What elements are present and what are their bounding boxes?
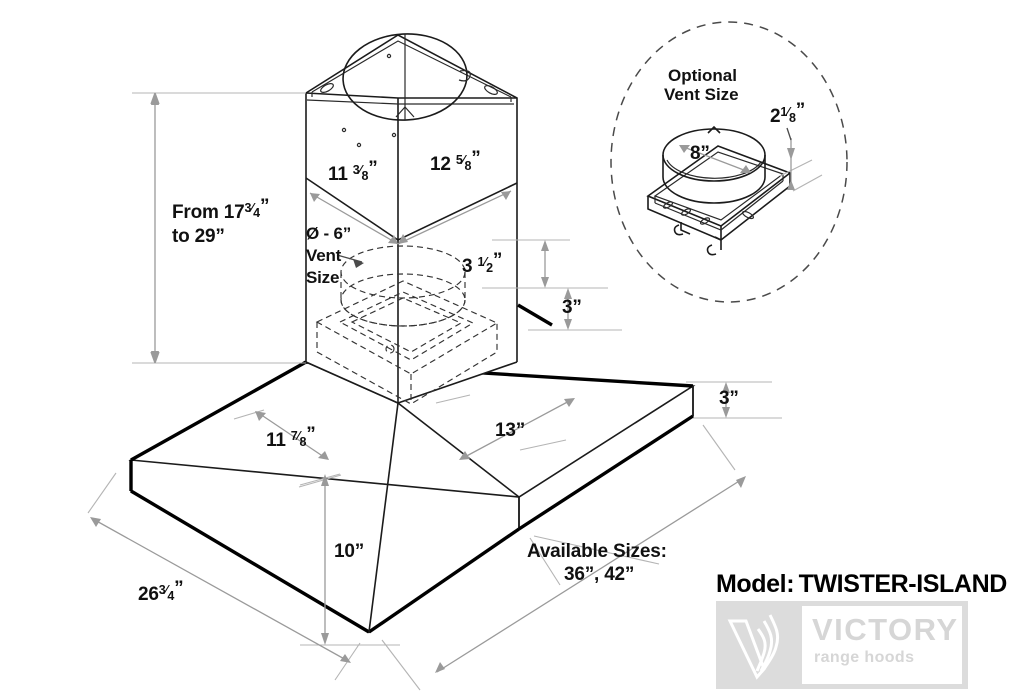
dim-chimney-width-right — [397, 190, 512, 245]
label-vent-size-line3: Size — [306, 268, 339, 287]
dim-canopy-depth — [87, 472, 361, 681]
label-available-sizes: Available Sizes: — [527, 541, 667, 562]
label-inset-diameter: 8” — [690, 143, 710, 164]
hood-canopy — [128, 360, 696, 634]
model-designation: Model: TWISTER-ISLAND — [716, 570, 1007, 599]
label-canopy-top-depth: 11 7⁄8” — [266, 424, 316, 451]
dim-canopy-height — [298, 474, 400, 646]
logo-wordmark: VICTORY — [812, 612, 959, 647]
logo-inner-panel — [802, 606, 962, 684]
label-canopy-top-width: 13” — [495, 420, 525, 441]
optional-vent-inset — [610, 21, 848, 303]
label-canopy-depth: 263⁄4” — [138, 578, 183, 605]
label-canopy-height: 10” — [334, 541, 364, 562]
model-label: Model: — [716, 570, 795, 598]
model-name: TWISTER-ISLAND — [798, 570, 1008, 598]
victory-range-hoods-logo: VICTORY range hoods — [716, 601, 968, 689]
label-inset-title-line1: Optional — [668, 66, 737, 85]
dim-chimney-height — [132, 92, 306, 364]
label-inset-title-line2: Vent Size — [664, 85, 739, 104]
flame-v-icon — [727, 614, 780, 680]
label-chimney-width-left: 11 3⁄8” — [328, 158, 378, 185]
dim-canopy-top-depth — [233, 409, 341, 486]
dim-canopy-top-width — [435, 394, 575, 460]
logo-tagline: range hoods — [814, 649, 915, 666]
dim-available-sizes — [381, 424, 746, 691]
label-canopy-edge-upper: 3” — [562, 297, 582, 318]
label-vent-size-line2: Vent — [306, 246, 342, 265]
hood-chimney — [305, 33, 518, 404]
label-inset-thickness: 21⁄8” — [770, 100, 805, 127]
label-transition-height: 3 1⁄2” — [462, 250, 502, 277]
label-chimney-width-right: 12 5⁄8” — [430, 148, 481, 175]
label-available-sizes-values: 36”, 42” — [564, 564, 634, 585]
dim-chimney-width-left — [309, 192, 399, 245]
hidden-blower-assembly — [315, 245, 499, 405]
dim-canopy-edge-lower — [686, 381, 782, 419]
dim-canopy-edge-upper — [512, 287, 622, 331]
label-vent-size-line1: Ø - 6” — [306, 224, 351, 243]
label-canopy-edge-lower: 3” — [719, 388, 739, 409]
label-chimney-height-line1: From 173⁄4” — [172, 196, 269, 223]
leader-vent-size — [336, 254, 364, 268]
label-chimney-height-line2: to 29” — [172, 226, 225, 247]
